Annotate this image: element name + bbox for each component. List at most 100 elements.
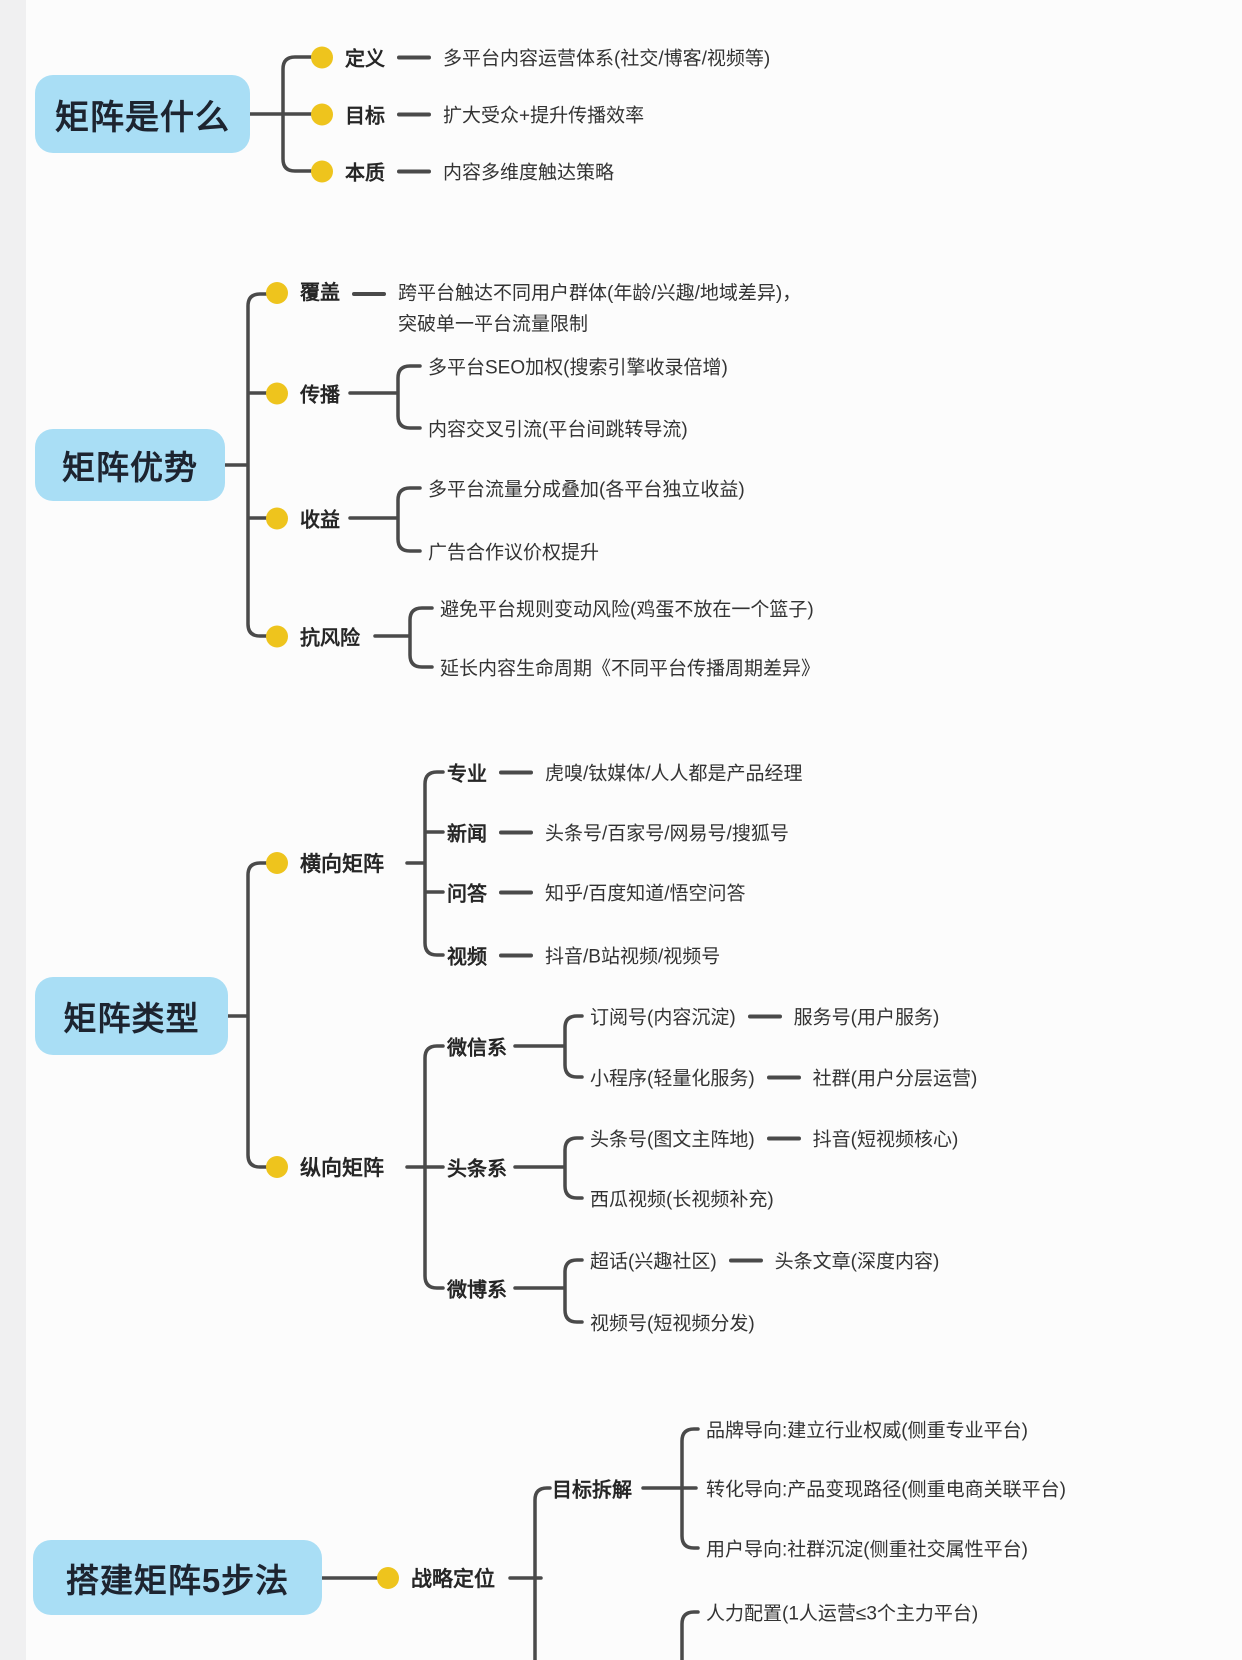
branch-spread: 传播	[266, 379, 340, 408]
connector-dash	[499, 830, 533, 834]
leaf-text[interactable]: 西瓜视频(长视频补充)	[590, 1189, 774, 1211]
branch-essence: 本质 内容多维度触达策略	[311, 157, 614, 186]
leaf-text[interactable]: 知乎/百度知道/悟空问答	[545, 883, 746, 905]
bullet-dot-icon	[266, 382, 288, 404]
branch-label[interactable]: 本质	[345, 162, 385, 185]
item-staffing: 人力配置(1人运营≤3个主力平台)	[706, 1599, 978, 1626]
row-professional: 专业 虎嗅/钛媒体/人人都是产品经理	[447, 758, 803, 787]
leaf-text[interactable]: 头条号/百家号/网易号/搜狐号	[545, 823, 789, 845]
bullet-dot-icon	[266, 282, 288, 304]
branch-text[interactable]: 内容多维度触达策略	[443, 162, 615, 184]
leaf-text[interactable]: 视频号(短视频分发)	[590, 1313, 755, 1335]
group-wechat: 微信系	[447, 1032, 507, 1061]
bullet-dot-icon	[266, 625, 288, 647]
leaf-text[interactable]: 避免平台规则变动风险(鸡蛋不放在一个篮子)	[440, 599, 814, 621]
branch-strategic-positioning: 战略定位	[377, 1563, 495, 1593]
item-brand-oriented: 品牌导向:建立行业权威(侧重专业平台)	[706, 1416, 1028, 1443]
bullet-dot-icon	[266, 1156, 288, 1178]
branch-label[interactable]: 纵向矩阵	[300, 1157, 384, 1180]
group-label[interactable]: 微信系	[447, 1037, 507, 1060]
bullet-dot-icon	[311, 160, 333, 182]
connector-dash	[397, 112, 431, 116]
leaf-text[interactable]: 超话(兴趣社区)	[590, 1251, 717, 1273]
leaf-text[interactable]: 用户导向:社群沉淀(侧重社交属性平台)	[706, 1539, 1028, 1561]
leaf-revenue-stack: 多平台流量分成叠加(各平台独立收益)	[428, 475, 745, 502]
branch-label[interactable]: 战略定位	[411, 1568, 495, 1591]
connector-dash	[766, 1075, 801, 1079]
branch-label[interactable]: 横向矩阵	[300, 853, 384, 876]
bullet-dot-icon	[311, 103, 333, 125]
leaf-text[interactable]: 抖音/B站视频/视频号	[545, 946, 721, 968]
sub-label[interactable]: 视频	[447, 946, 487, 969]
page-left-gutter	[0, 0, 26, 1660]
label-goal-breakdown: 目标拆解	[552, 1474, 632, 1503]
leaf-text[interactable]: 社群(用户分层运营)	[812, 1068, 978, 1090]
sub-label[interactable]: 专业	[447, 763, 487, 786]
connector-dash	[397, 169, 431, 173]
topic-node-matrix-advantages[interactable]: 矩阵优势	[35, 429, 225, 501]
branch-coverage: 覆盖 跨平台触达不同用户群体(年龄/兴趣/地域差异)，突破单一平台流量限制	[266, 278, 813, 340]
leaf-text[interactable]: 内容交叉引流(平台间跳转导流)	[428, 419, 688, 441]
bullet-dot-icon	[377, 1567, 399, 1589]
bullet-dot-icon	[266, 852, 288, 874]
connector-dash	[352, 292, 386, 296]
branch-revenue: 收益	[266, 504, 340, 533]
leaf-text[interactable]: 小程序(轻量化服务)	[590, 1068, 755, 1090]
leaf-text[interactable]: 转化导向:产品变现路径(侧重电商关联平台)	[706, 1479, 1066, 1501]
connector-dash	[766, 1136, 801, 1140]
leaf-text[interactable]: 延长内容生命周期《不同平台传播周期差异》	[440, 658, 821, 680]
bullet-dot-icon	[311, 46, 333, 68]
branch-label[interactable]: 目标	[345, 105, 385, 128]
leaf-text[interactable]: 广告合作议价权提升	[428, 542, 600, 564]
branch-vertical-matrix: 纵向矩阵	[266, 1152, 384, 1182]
row-toutiao-douyin: 头条号(图文主阵地) 抖音(短视频核心)	[590, 1125, 958, 1152]
sub-label[interactable]: 目标拆解	[552, 1479, 632, 1502]
bullet-dot-icon	[266, 507, 288, 529]
leaf-ad-bargain: 广告合作议价权提升	[428, 538, 599, 565]
row-news: 新闻 头条号/百家号/网易号/搜狐号	[447, 818, 789, 847]
branch-horizontal-matrix: 横向矩阵	[266, 848, 384, 878]
group-label[interactable]: 头条系	[447, 1158, 507, 1181]
row-xigua-video: 西瓜视频(长视频补充)	[590, 1185, 774, 1212]
leaf-text[interactable]: 人力配置(1人运营≤3个主力平台)	[706, 1603, 979, 1625]
branch-label[interactable]: 定义	[345, 48, 385, 71]
leaf-avoid-platform-risk: 避免平台规则变动风险(鸡蛋不放在一个篮子)	[440, 595, 814, 622]
group-toutiao: 头条系	[447, 1153, 507, 1182]
row-miniprogram-community: 小程序(轻量化服务) 社群(用户分层运营)	[590, 1064, 977, 1091]
branch-label[interactable]: 收益	[300, 509, 340, 532]
group-weibo: 微博系	[447, 1274, 507, 1303]
row-subscription-service: 订阅号(内容沉淀) 服务号(用户服务)	[590, 1003, 939, 1030]
leaf-text[interactable]: 虎嗅/钛媒体/人人都是产品经理	[545, 763, 803, 785]
branch-label[interactable]: 覆盖	[300, 282, 340, 304]
connector-dash	[397, 55, 431, 59]
row-video: 视频 抖音/B站视频/视频号	[447, 941, 720, 970]
connector-dash	[728, 1258, 763, 1262]
leaf-text[interactable]: 头条文章(深度内容)	[774, 1251, 940, 1273]
sub-label[interactable]: 新闻	[447, 823, 487, 846]
connector-dash	[747, 1014, 782, 1018]
connector-dash	[499, 770, 533, 774]
leaf-text[interactable]: 订阅号(内容沉淀)	[590, 1007, 736, 1029]
branch-risk-resistance: 抗风险	[266, 622, 360, 651]
leaf-text[interactable]: 抖音(短视频核心)	[812, 1129, 959, 1151]
leaf-text[interactable]: 服务号(用户服务)	[793, 1007, 940, 1029]
row-chaohua-article: 超话(兴趣社区) 头条文章(深度内容)	[590, 1247, 939, 1274]
branch-label[interactable]: 抗风险	[300, 627, 360, 650]
leaf-text[interactable]: 多平台流量分成叠加(各平台独立收益)	[428, 479, 745, 501]
leaf-text[interactable]: 品牌导向:建立行业权威(侧重专业平台)	[706, 1420, 1028, 1442]
leaf-extend-lifecycle: 延长内容生命周期《不同平台传播周期差异》	[440, 654, 820, 681]
group-label[interactable]: 微博系	[447, 1279, 507, 1302]
connector-dash	[499, 890, 533, 894]
branch-label[interactable]: 传播	[300, 384, 340, 407]
branch-text[interactable]: 多平台内容运营体系(社交/博客/视频等)	[443, 48, 771, 70]
topic-node-matrix-types[interactable]: 矩阵类型	[35, 977, 228, 1055]
leaf-text[interactable]: 多平台SEO加权(搜索引擎收录倍增)	[428, 357, 728, 379]
branch-text[interactable]: 跨平台触达不同用户群体(年龄/兴趣/地域差异)，突破单一平台流量限制	[398, 283, 802, 335]
branch-text[interactable]: 扩大受众+提升传播效率	[443, 105, 645, 127]
leaf-text[interactable]: 头条号(图文主阵地)	[590, 1129, 755, 1151]
topic-node-what-is-matrix[interactable]: 矩阵是什么	[35, 75, 250, 153]
topic-node-build-matrix-5-steps[interactable]: 搭建矩阵5步法	[33, 1540, 322, 1615]
sub-label[interactable]: 问答	[447, 883, 487, 906]
branch-goal: 目标 扩大受众+提升传播效率	[311, 100, 644, 129]
